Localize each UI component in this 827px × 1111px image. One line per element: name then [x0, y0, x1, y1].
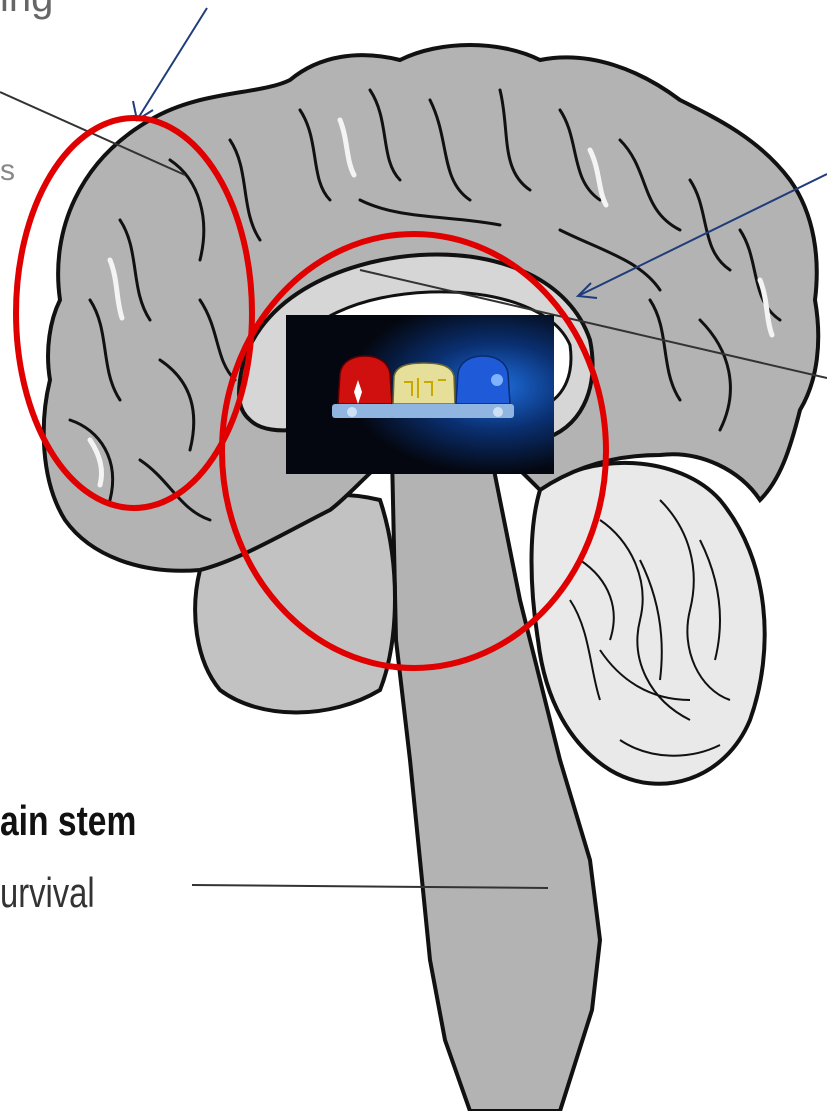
brainstem-caption: urvival [0, 872, 95, 914]
left-label-fragment: s [0, 156, 15, 186]
cerebellum [532, 463, 765, 784]
siren-lights-image [286, 315, 554, 474]
yellow-siren-icon [390, 363, 458, 418]
blue-siren-icon [452, 356, 514, 418]
top-label-fragment: ing [0, 0, 53, 18]
brainstem-title: ain stem [0, 800, 136, 842]
